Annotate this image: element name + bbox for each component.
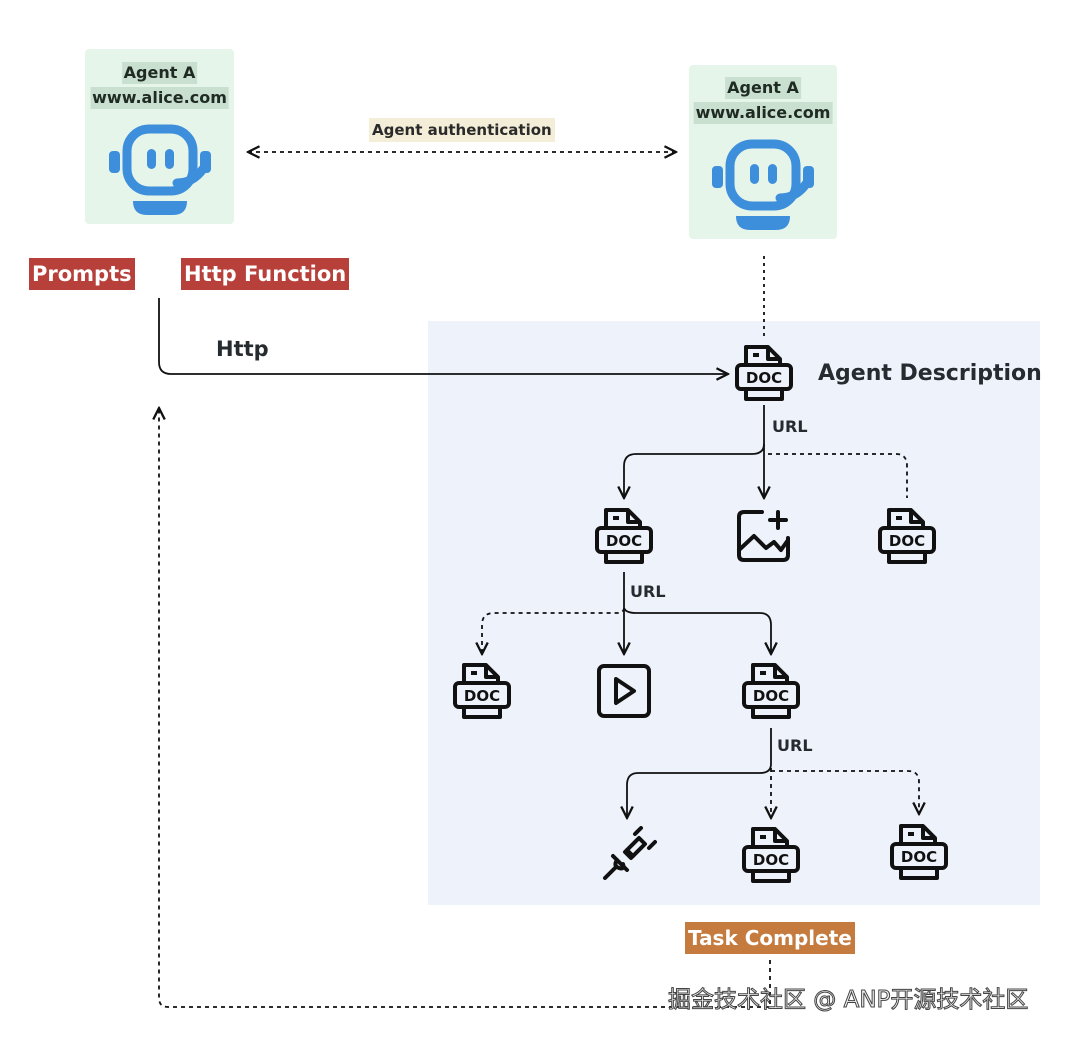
robot-headset-icon (109, 124, 211, 215)
url-label: URL (630, 582, 666, 601)
branch-line (624, 443, 765, 498)
url-label: URL (777, 736, 813, 755)
doc-text: DOC (889, 532, 925, 550)
doc-text: DOC (753, 851, 789, 869)
agent-description-label: Agent Description (818, 361, 1042, 386)
agent-url: www.alice.com (90, 87, 229, 109)
doc-file-icon: DOC (878, 508, 936, 564)
agent-card-right: Agent A www.alice.com (689, 65, 837, 239)
branch-line (482, 607, 625, 654)
doc-text: DOC (464, 687, 500, 705)
image-add-icon (737, 510, 790, 562)
plug-icon (603, 826, 657, 880)
agent-url: www.alice.com (693, 102, 833, 124)
play-icon (597, 664, 651, 718)
branch-line (627, 728, 772, 818)
prompts-label: Prompts (29, 258, 135, 290)
doc-file-icon: DOC (453, 663, 511, 719)
doc-text: DOC (606, 532, 642, 550)
task-complete-label: Task Complete (685, 922, 855, 954)
doc-file-icon: DOC (742, 827, 800, 883)
doc-text: DOC (746, 369, 782, 387)
agent-name: Agent A (725, 77, 801, 99)
branch-line (768, 453, 908, 498)
doc-file-icon: DOC (890, 824, 948, 880)
doc-file-icon: DOC (742, 663, 800, 719)
doc-file-icon: DOC (595, 508, 653, 564)
robot-headset-icon (712, 139, 814, 230)
doc-text: DOC (753, 687, 789, 705)
doc-file-icon: DOC (735, 345, 793, 401)
http-function-label: Http Function (181, 258, 350, 290)
agent-name: Agent A (121, 62, 198, 84)
doc-text: DOC (901, 848, 937, 866)
task-complete-return-arrow (159, 408, 771, 1008)
branch-line (771, 770, 919, 814)
agent-card-left: Agent A www.alice.com (85, 49, 234, 224)
http-label: Http (216, 337, 269, 361)
watermark: 掘金技术社区 @ ANP开源技术社区 (667, 987, 1029, 1014)
branch-line (623, 607, 771, 654)
agent-authentication-label: Agent authentication (369, 118, 555, 142)
http-arrow (158, 298, 728, 374)
url-label: URL (772, 417, 808, 436)
